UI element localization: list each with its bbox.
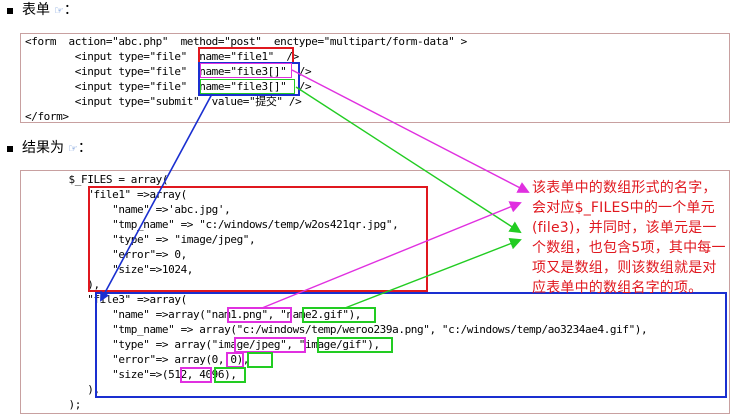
annotation-text: 该表单中的数组形式的名字，会对应$_FILES中的一个单元(file3)，并同时…: [532, 180, 726, 296]
highlight-nam1-png: [227, 307, 292, 323]
code-line: "name" =>array("nam1.png", "name2.gif"),: [25, 308, 362, 321]
code-line: <input type="file" name="file3[]" />: [25, 80, 312, 93]
code-line: <input type="file" name="file1" />: [25, 50, 299, 63]
code-line: "error"=> array(0, 0),: [25, 353, 250, 366]
section-title-text: 表单: [22, 2, 50, 18]
highlight-file3-name-1: [200, 63, 292, 78]
magenta-arrow-result-to-note: [261, 201, 522, 309]
colon: ：: [63, 2, 78, 18]
code-line: "error"=> 0,: [25, 248, 187, 261]
form-code-box: [20, 33, 730, 123]
code-line: "type" => "image/jpeg",: [25, 233, 256, 246]
code-line: "file3" =>array(: [25, 293, 187, 306]
section-title-text: 结果为: [22, 140, 64, 156]
highlight-error-0b: [247, 352, 273, 368]
highlight-name2-gif: [302, 307, 376, 323]
section-title-result: 结果为 ☞：: [22, 140, 92, 157]
colon: ：: [77, 140, 92, 156]
result-code: $_FILES = array( "file1" =>array( "name"…: [25, 172, 648, 412]
code-line: "tmp_name" => array("c:/windows/temp/wer…: [25, 323, 648, 336]
magenta-arrow-form-to-note: [291, 69, 530, 193]
code-line: </form>: [25, 110, 69, 123]
bullet-1: [7, 8, 13, 14]
highlight-file3-name-2: [200, 79, 295, 94]
code-line: "name" =>'abc.jpg',: [25, 203, 231, 216]
blue-arrow: [100, 93, 213, 302]
code-line: "size"=>(512, 4096),: [25, 368, 237, 381]
highlight-size-512: [180, 367, 212, 383]
highlight-file3-array: [95, 292, 727, 398]
code-line: <input type="file" name="file3[]" />: [25, 65, 312, 78]
highlight-file1-array: [88, 186, 428, 292]
code-line: ),: [25, 278, 100, 291]
green-arrow-result-to-note: [344, 238, 522, 309]
highlight-image-gif: [317, 337, 393, 353]
code-line: "file1" =>array(: [25, 188, 187, 201]
highlight-size-4096: [214, 367, 246, 383]
code-line: "tmp_name" => "c:/windows/temp/w2os421qr…: [25, 218, 399, 231]
bullet-2: [7, 146, 13, 152]
form-code: <form action="abc.php" method="post" enc…: [25, 34, 467, 124]
code-line: "size"=>1024,: [25, 263, 194, 276]
code-line: <input type="submit" value="提交" />: [25, 95, 302, 108]
hand-pointer-icon: ☞: [68, 142, 78, 155]
hand-pointer-icon: ☞: [54, 4, 64, 17]
code-line: <form action="abc.php" method="post" enc…: [25, 35, 467, 48]
code-line: $_FILES = array(: [25, 173, 169, 186]
code-line: );: [25, 398, 82, 411]
green-arrow-form-to-note: [295, 86, 522, 234]
section-title-form: 表单 ☞：: [22, 2, 78, 19]
code-line: "type" => array("image/jpeg", "image/gif…: [25, 338, 380, 351]
